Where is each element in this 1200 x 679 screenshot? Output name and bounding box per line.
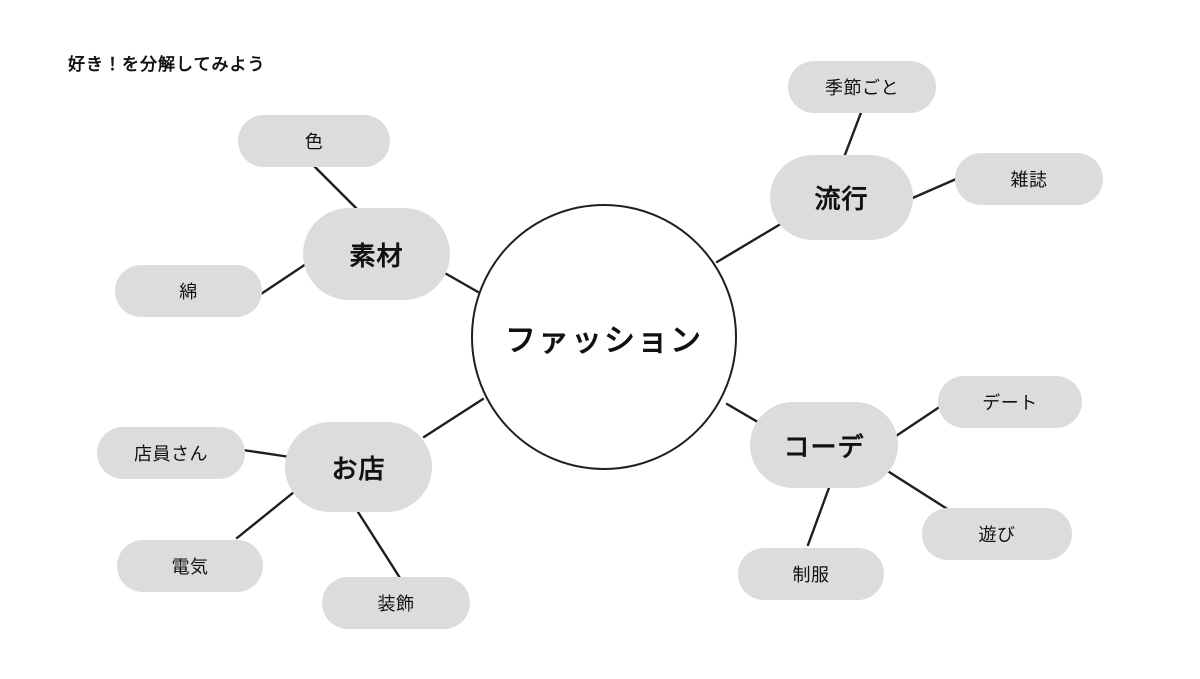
leaf-node-date-label: デート [982,393,1038,413]
page-title: 好き！を分解してみよう [68,55,266,74]
leaf-node-denki-label: 電気 [171,557,209,577]
edge-corde-to-seifuku [806,483,832,547]
leaf-node-seifuku-label: 制服 [792,565,830,585]
leaf-node-tenin-label: 店員さん [134,444,208,464]
leaf-node-kisetsu-label: 季節ごと [825,78,899,98]
branch-node-omise-label: お店 [331,453,386,484]
leaf-node-asobi[interactable]: 遊び [922,508,1072,560]
leaf-node-men[interactable]: 綿 [115,265,262,317]
leaf-node-kisetsu[interactable]: 季節ごと [788,61,936,113]
leaf-node-iro[interactable]: 色 [238,115,390,167]
branch-node-corde-label: コーデ [783,431,865,462]
branch-node-corde[interactable]: コーデ [750,402,898,488]
edge-sozai-to-men [256,262,308,298]
leaf-node-seifuku[interactable]: 制服 [738,548,884,600]
center-node-fashion[interactable]: ファッション [471,204,737,470]
edge-omise-to-tenin [241,448,292,459]
branch-node-sozai-label: 素材 [349,240,404,271]
edge-omise-to-soshoku [356,510,402,580]
branch-node-ryuko[interactable]: 流行 [770,155,913,240]
leaf-node-asobi-label: 遊び [978,525,1016,545]
leaf-node-soshoku-label: 装飾 [377,594,415,614]
leaf-node-zasshi[interactable]: 雑誌 [955,153,1103,205]
leaf-node-date[interactable]: デート [938,376,1082,428]
edge-omise-to-denki [235,490,296,540]
edge-corde-to-asobi [884,468,954,514]
leaf-node-denki[interactable]: 電気 [117,540,263,592]
branch-node-omise[interactable]: お店 [285,422,432,512]
edge-center-to-sozai [441,270,480,294]
leaf-node-men-label: 綿 [179,282,198,302]
center-node-fashion-label: ファッション [505,322,703,358]
leaf-node-iro-label: 色 [304,132,324,152]
edge-ryuko-to-kisetsu [841,108,864,162]
edge-corde-to-date [891,402,946,440]
branch-node-sozai[interactable]: 素材 [303,208,450,300]
edge-center-to-omise [422,397,485,439]
leaf-node-soshoku[interactable]: 装飾 [322,577,470,629]
leaf-node-zasshi-label: 雑誌 [1010,170,1048,190]
edge-center-to-ryuko [715,220,786,264]
branch-node-ryuko-label: 流行 [814,184,869,214]
leaf-node-tenin[interactable]: 店員さん [97,427,245,479]
